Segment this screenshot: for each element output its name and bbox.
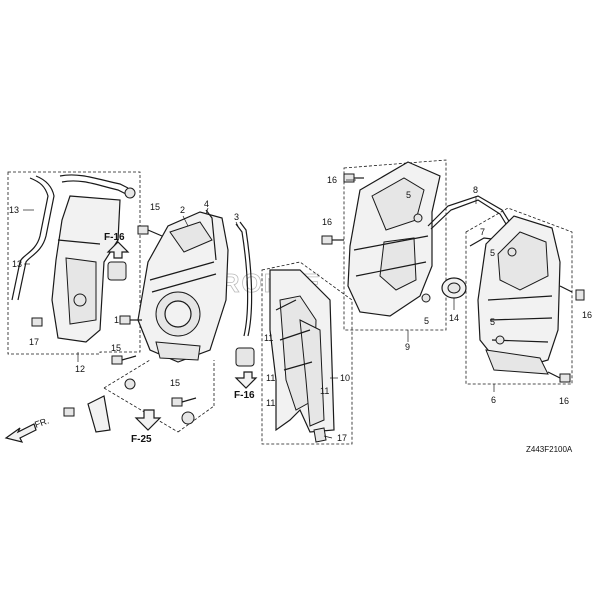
bolt-17-left bbox=[31, 317, 43, 327]
hose-13a-outline bbox=[17, 175, 55, 301]
bolt-16-d bbox=[547, 371, 571, 383]
gasket-ribs bbox=[275, 299, 313, 371]
fr-arrow-icon bbox=[4, 423, 37, 443]
ref-f25: F-25 bbox=[131, 434, 152, 445]
engine-fins bbox=[169, 221, 213, 253]
callout-2: 2 bbox=[180, 205, 185, 215]
bolt-17-center bbox=[313, 427, 327, 443]
callout-13-a: 13 bbox=[9, 205, 19, 215]
leader-lines bbox=[23, 179, 495, 439]
callout-15-c: 15 bbox=[170, 378, 180, 388]
callout-5-a: 5 bbox=[406, 190, 411, 200]
callouts: 1 2 3 4 5 5 5 5 6 7 8 9 10 11 11 11 11 1… bbox=[9, 175, 592, 443]
grommet bbox=[181, 411, 195, 425]
shroud-12-boss bbox=[73, 293, 87, 307]
shroud-6-top bbox=[497, 231, 549, 291]
callout-17-b: 17 bbox=[337, 433, 347, 443]
callout-6: 6 bbox=[491, 395, 496, 405]
shroud-9-window bbox=[379, 237, 417, 291]
callout-5-d: 5 bbox=[490, 317, 495, 327]
callout-11-d: 11 bbox=[320, 386, 329, 396]
group-box-lower bbox=[103, 359, 215, 433]
callout-17-a: 17 bbox=[29, 337, 39, 347]
callout-8: 8 bbox=[473, 185, 478, 195]
bolt-5-c bbox=[507, 247, 517, 257]
shroud-6-lip bbox=[485, 349, 549, 375]
callout-12: 12 bbox=[75, 364, 85, 374]
bolt-16-c bbox=[559, 285, 585, 301]
hose-3 bbox=[235, 223, 249, 337]
callout-11-a: 11 bbox=[264, 333, 273, 343]
callout-4: 4 bbox=[204, 199, 209, 209]
bolt-15-b bbox=[111, 355, 137, 365]
front-direction-arrow: FR. bbox=[4, 416, 50, 443]
arrow-down-f16 bbox=[234, 371, 258, 389]
bracket-lower bbox=[87, 395, 111, 433]
callout-5-b: 5 bbox=[424, 316, 429, 326]
shroud-12-inner bbox=[65, 257, 97, 325]
bolt-15-a bbox=[137, 225, 163, 237]
bolt-lower-left bbox=[63, 407, 75, 417]
group-box-9 bbox=[343, 159, 447, 331]
shroud-12-rib bbox=[57, 239, 101, 245]
bolt-15-c bbox=[171, 397, 197, 407]
callout-16-a: 16 bbox=[327, 175, 337, 185]
cap-14-inner bbox=[447, 282, 461, 294]
diagram-code: Z443F2100A bbox=[526, 445, 573, 454]
ref-f16-center: F-16 bbox=[234, 390, 255, 401]
fr-label: FR. bbox=[33, 416, 50, 430]
group-box-12 bbox=[7, 171, 141, 355]
gasket-11b bbox=[299, 319, 325, 427]
bolt-small-center bbox=[119, 315, 142, 325]
engine-base bbox=[155, 341, 201, 361]
seal-center bbox=[235, 347, 255, 367]
callout-11-b: 11 bbox=[266, 373, 275, 383]
rod-8-outline bbox=[430, 199, 510, 230]
callout-16-d: 16 bbox=[559, 396, 569, 406]
callout-11-c: 11 bbox=[266, 398, 275, 408]
callout-16-b: 16 bbox=[322, 217, 332, 227]
rod-8 bbox=[427, 195, 513, 227]
callout-10: 10 bbox=[340, 373, 350, 383]
group-box-10 bbox=[261, 261, 353, 445]
callout-14: 14 bbox=[449, 313, 459, 323]
hose-13a bbox=[11, 177, 49, 301]
callout-15-a: 15 bbox=[150, 202, 160, 212]
bolt-collar bbox=[124, 378, 136, 390]
shroud-9-ribs bbox=[353, 235, 429, 277]
hose-13b bbox=[59, 174, 129, 189]
callout-3: 3 bbox=[234, 212, 239, 222]
callout-1: 1 bbox=[114, 315, 119, 325]
callout-9: 9 bbox=[405, 342, 410, 352]
hose-3-outline bbox=[239, 221, 253, 337]
callout-16-c: 16 bbox=[582, 310, 592, 320]
bolt-5-d bbox=[495, 335, 505, 345]
bolt-5-b bbox=[421, 293, 431, 303]
callout-7: 7 bbox=[480, 227, 485, 237]
engine-ribs bbox=[149, 261, 217, 293]
bolt-16-b bbox=[321, 235, 344, 245]
arrow-down-f25 bbox=[134, 409, 162, 431]
shroud-9-top bbox=[371, 177, 425, 231]
bolt-5-a bbox=[413, 213, 423, 223]
ref-f16-left: F-16 bbox=[104, 232, 125, 243]
hose-4 bbox=[205, 209, 217, 261]
callout-5-c: 5 bbox=[490, 248, 495, 258]
hose-clip bbox=[124, 187, 136, 199]
hose-13b-outline bbox=[61, 180, 127, 195]
bolt-16-a bbox=[343, 173, 364, 183]
arrow-up-f16 bbox=[106, 241, 130, 259]
seal-left bbox=[107, 261, 127, 281]
callout-13-b: 13 bbox=[12, 259, 22, 269]
callout-15-b: 15 bbox=[111, 343, 121, 353]
engine-bore-inner bbox=[164, 300, 192, 328]
group-box-6 bbox=[465, 207, 573, 385]
